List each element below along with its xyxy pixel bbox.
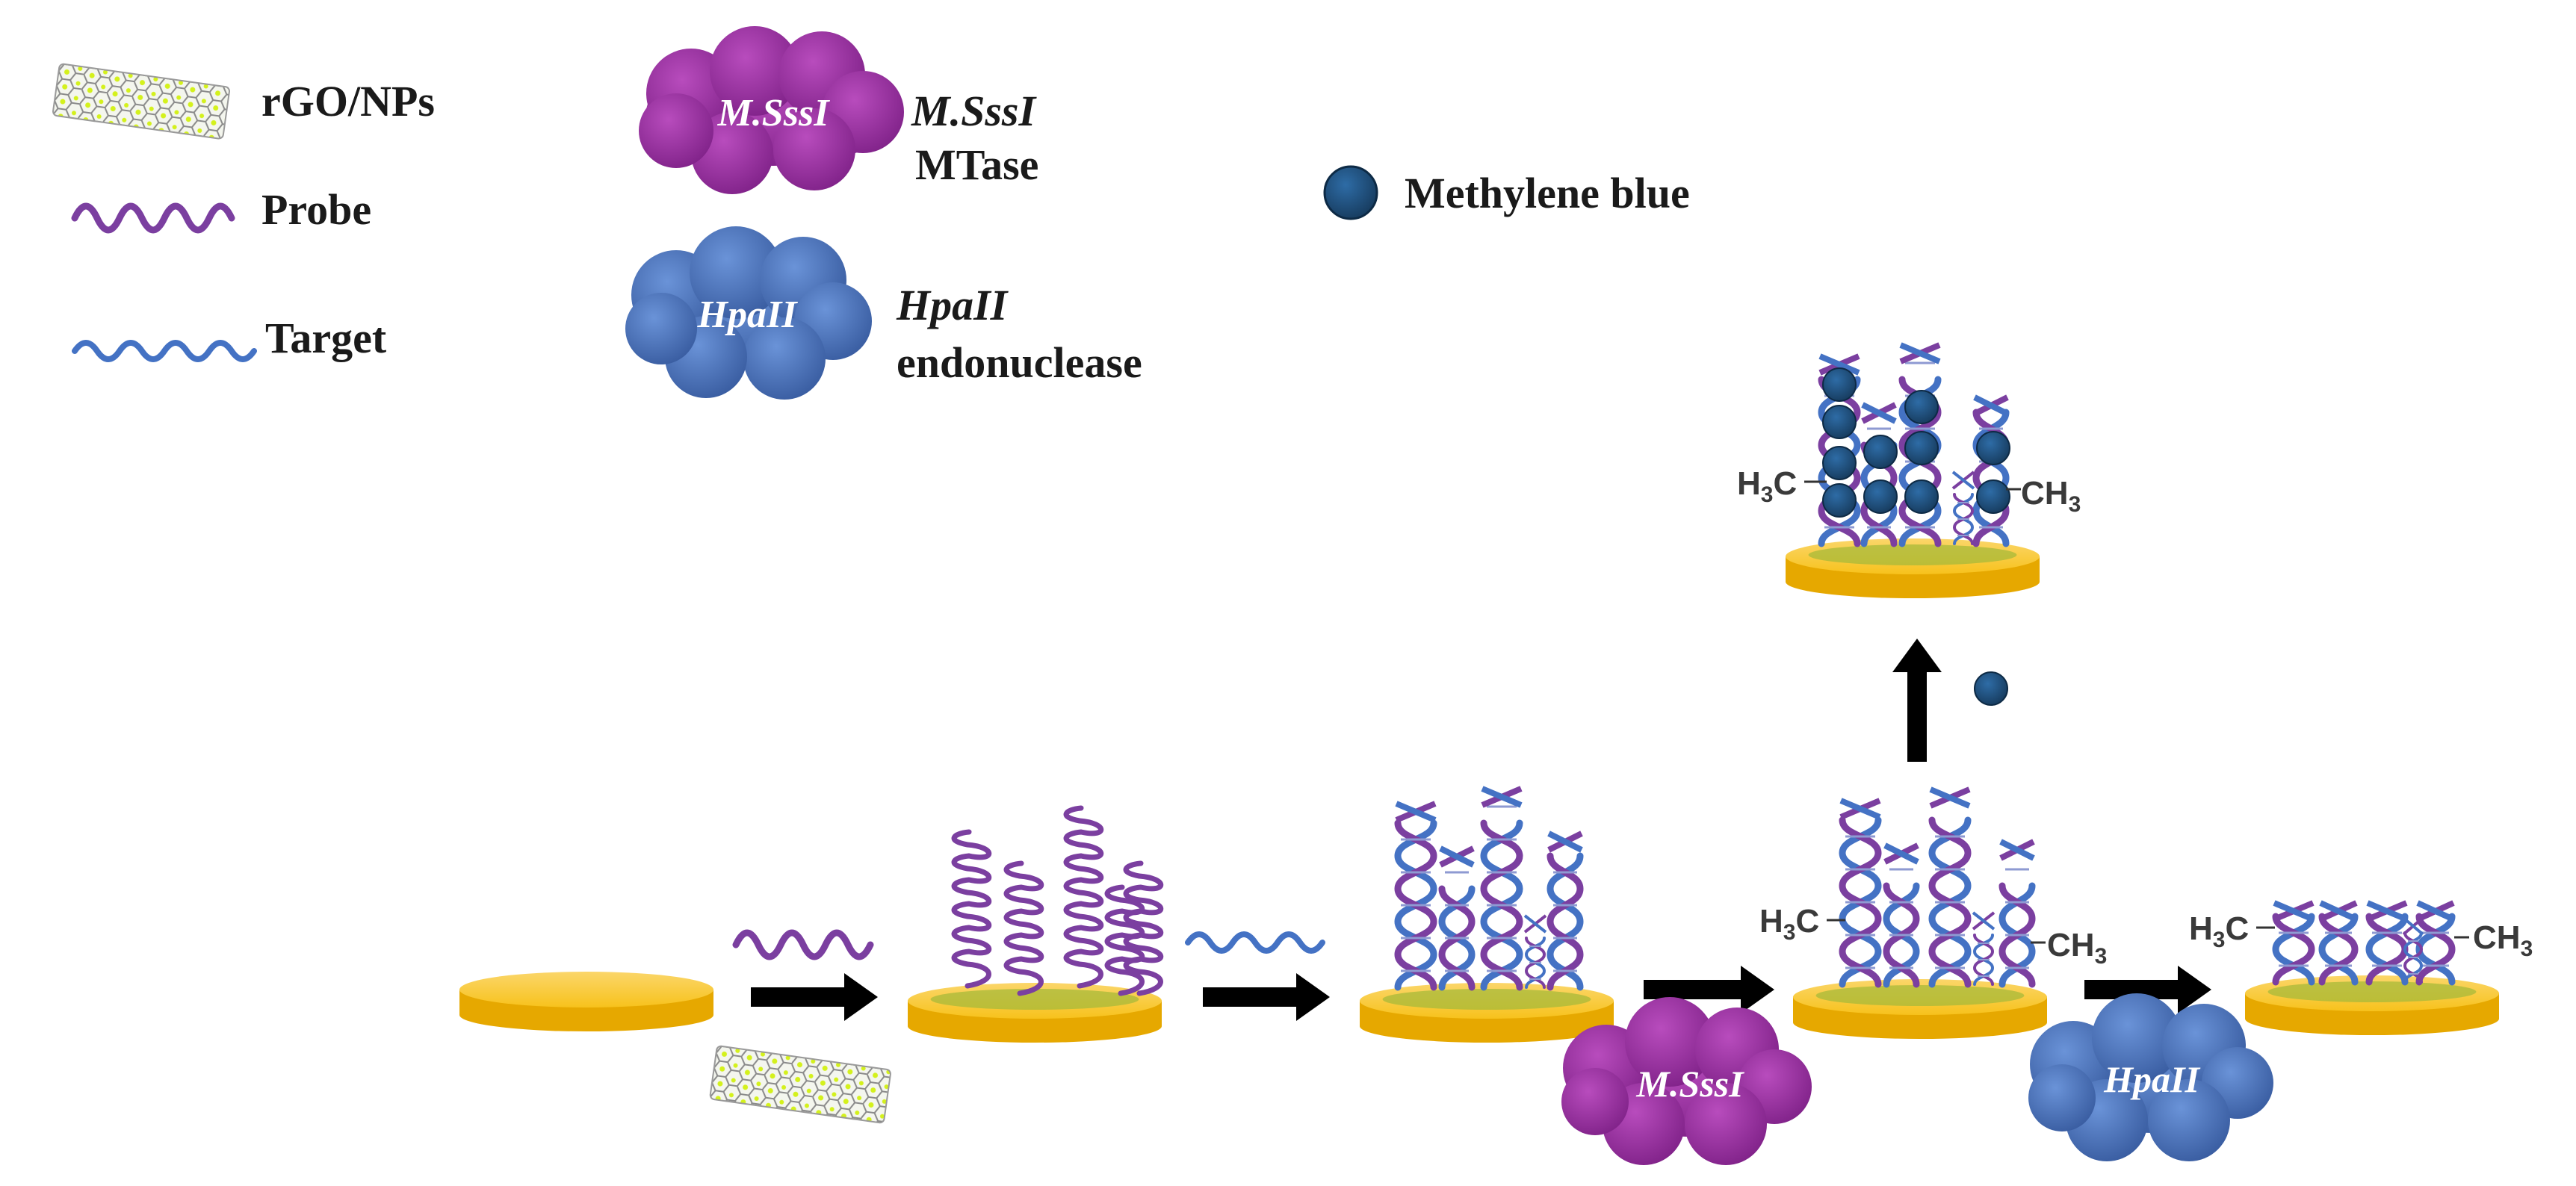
methyl-right-step4: CH3: [2047, 927, 2107, 969]
probe-strand: [1123, 860, 1164, 996]
dna-duplex: [1972, 394, 2010, 547]
methylene-blue-bead: [1904, 431, 1939, 465]
msssi-enzyme-icon: M.SssI: [639, 26, 904, 194]
target-label: Target: [265, 314, 387, 362]
rgo-nps-label: rGO/NPs: [261, 77, 435, 125]
duplexes-step5: [2272, 900, 2456, 986]
methylene-blue-bead: [1822, 367, 1857, 402]
arrow-step1: [751, 973, 878, 1021]
probe-strand: [951, 829, 992, 989]
arrow-step2: [1203, 973, 1330, 1021]
duplexes-step4: [1839, 786, 2036, 988]
dna-duplex: [1438, 845, 1476, 991]
dna-duplex-short: [2402, 916, 2424, 984]
dna-duplex-short: [1523, 914, 1547, 989]
electrode-mb-loaded: [1786, 538, 2040, 598]
methylene-blue-bead: [1976, 431, 2010, 465]
dna-duplex: [1860, 402, 1898, 547]
methyl-left-step4: H3C: [1759, 903, 1819, 945]
hpaii-blob-label: HpaII: [697, 294, 799, 336]
probe-strand: [1104, 884, 1145, 996]
enzyme2-label: HpaII: [2103, 1058, 2200, 1100]
rgo-reagent-icon: [709, 1045, 891, 1124]
hpaii-name: HpaII: [896, 281, 1009, 329]
arrow-step3: [1644, 966, 1774, 1013]
probe-strands: [951, 805, 1164, 996]
target-reagent-icon: [1185, 931, 1325, 954]
methylene-blue-icon: [1323, 165, 1378, 220]
methylene-blue-bead: [1976, 479, 2010, 514]
hpaii-enzyme-icon: HpaII: [625, 226, 872, 400]
duplexes-mb: [1818, 342, 2010, 547]
dna-duplex: [1546, 830, 1584, 991]
methyl-right-top: CH3: [2021, 475, 2081, 517]
dna-duplex: [1998, 839, 2036, 988]
electrode-bare: [459, 972, 713, 1031]
methylene-blue-bead: [1904, 390, 1939, 424]
methyl-left-top: H3C: [1737, 465, 1797, 507]
dna-duplex: [1839, 798, 1882, 988]
probe-icon: [71, 202, 235, 234]
probe-reagent-icon: [732, 929, 874, 960]
methylene-blue-bead: [1863, 479, 1898, 514]
probe-strand: [1063, 805, 1104, 989]
methylene-blue-label: Methylene blue: [1405, 169, 1690, 217]
methyl-right-step5: CH3: [2473, 919, 2533, 961]
dna-duplex-short: [1951, 471, 1975, 545]
methylene-blue-bead: [1863, 435, 1898, 469]
rgo-nps-icon: [52, 63, 230, 140]
methylene-blue-bead: [1822, 446, 1857, 480]
dna-duplex-cleaved: [2318, 900, 2359, 986]
probe-label: Probe: [261, 185, 371, 234]
electrode-cleaved: [2245, 975, 2499, 1035]
electrode-methylated: [1793, 979, 2047, 1039]
electrode-probes: [908, 983, 1162, 1043]
legend: rGO/NPs Probe Target M.SssI M.SssI MTase: [52, 26, 1690, 400]
methylene-blue-bead: [1904, 479, 1939, 514]
enzyme2-step: HpaII: [2028, 993, 2273, 1161]
electrode-hybrid: [1360, 983, 1614, 1043]
dna-duplex-cleaved: [2272, 900, 2315, 986]
msssi-name: M.SssI: [911, 87, 1037, 135]
methylene-blue-bead: [1822, 483, 1857, 518]
duplexes-step3: [1394, 786, 1584, 991]
dna-duplex-cleaved: [2415, 900, 2456, 986]
dna-duplex-cleaved: [2365, 900, 2409, 986]
dna-duplex: [1883, 842, 1920, 988]
methylene-blue-bead: [1822, 405, 1857, 439]
methylene-blue-reagent: [1974, 671, 2008, 706]
probe-strand: [1003, 860, 1044, 996]
dna-duplex: [1480, 786, 1523, 991]
dna-duplex: [1394, 801, 1437, 991]
arrow-up-mb: [1892, 639, 2008, 762]
hpaii-sub: endonuclease: [897, 338, 1142, 387]
enzyme1-label: M.SssI: [1635, 1063, 1744, 1105]
msssi-sub: MTase: [915, 140, 1038, 189]
dna-duplex-short: [1972, 911, 1996, 986]
methyl-left-step5: H3C: [2189, 910, 2249, 952]
dna-duplex: [1928, 786, 1972, 988]
enzyme1-step: M.SssI: [1561, 997, 1812, 1165]
target-icon: [72, 340, 257, 362]
methyl-labels: H3C CH3 H3C CH3 H3C CH3: [1737, 465, 2533, 969]
assay-workflow: [459, 342, 2499, 1124]
msssi-blob-label: M.SssI: [717, 92, 831, 134]
